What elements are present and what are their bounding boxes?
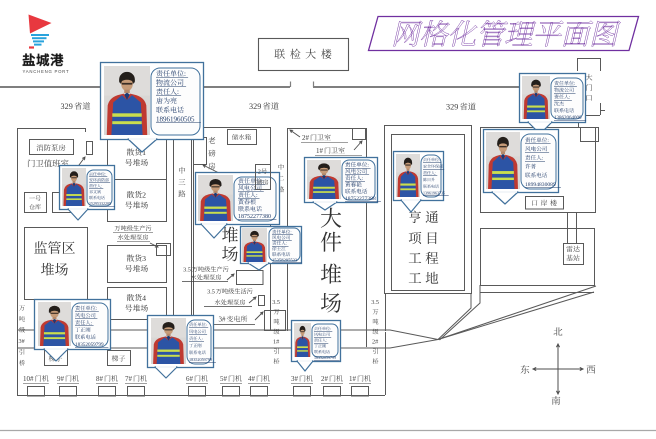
svg-text:8#: 8# xyxy=(96,375,104,383)
svg-text::: : xyxy=(184,70,186,78)
svg-text::: : xyxy=(262,179,264,185)
svg-text:18752277380: 18752277380 xyxy=(238,214,271,220)
svg-text::: : xyxy=(177,88,179,96)
svg-text:329: 329 xyxy=(249,102,261,111)
svg-text::: : xyxy=(105,172,106,177)
svg-text:3#: 3# xyxy=(219,316,227,324)
svg-text:2#: 2# xyxy=(321,375,329,383)
svg-text:3.5: 3.5 xyxy=(272,299,280,306)
svg-text:9#: 9# xyxy=(57,375,65,383)
svg-text::: : xyxy=(569,96,570,101)
svg-text:1: 1 xyxy=(142,148,146,157)
svg-text::: : xyxy=(330,326,331,331)
svg-text:2#: 2# xyxy=(372,339,378,346)
svg-text::: : xyxy=(101,183,102,188)
svg-text:13862064000: 13862064000 xyxy=(554,116,582,121)
svg-text::: : xyxy=(435,170,436,175)
svg-text::: : xyxy=(91,320,93,326)
svg-text:2: 2 xyxy=(258,169,261,176)
svg-text:5#: 5# xyxy=(220,375,228,383)
svg-text:3.5: 3.5 xyxy=(183,267,191,274)
svg-text:18352059799: 18352059799 xyxy=(189,357,212,362)
svg-text::: : xyxy=(574,82,575,87)
svg-text:15295332205: 15295332205 xyxy=(89,201,111,206)
svg-text::: : xyxy=(542,156,544,162)
svg-text::: : xyxy=(439,157,440,162)
svg-text:18752277388: 18752277388 xyxy=(345,196,376,202)
svg-text:3: 3 xyxy=(142,254,146,263)
svg-text::: : xyxy=(286,241,287,246)
svg-text:1#: 1# xyxy=(316,147,324,155)
svg-text:YANCHENG PORT: YANCHENG PORT xyxy=(23,69,70,74)
svg-text:10#: 10# xyxy=(23,375,34,383)
svg-text::: : xyxy=(202,336,203,341)
svg-text:18994830089: 18994830089 xyxy=(525,182,556,188)
svg-text::: : xyxy=(367,163,369,169)
svg-text::: : xyxy=(206,322,207,327)
svg-text::: : xyxy=(326,338,327,343)
svg-text:1#: 1# xyxy=(349,375,357,383)
svg-text:2: 2 xyxy=(142,191,146,200)
svg-text:3#: 3# xyxy=(291,375,299,383)
svg-text:6#: 6# xyxy=(186,375,194,383)
svg-text:2#: 2# xyxy=(302,134,310,142)
svg-text::: : xyxy=(362,176,364,182)
svg-text:1#: 1# xyxy=(273,339,279,346)
svg-text:18352059799: 18352059799 xyxy=(314,355,336,360)
svg-text:329: 329 xyxy=(61,102,73,111)
svg-text:4: 4 xyxy=(142,294,146,303)
svg-text:7#: 7# xyxy=(125,375,133,383)
svg-text:18352059799: 18352059799 xyxy=(75,342,104,348)
svg-text:15358295533: 15358295533 xyxy=(272,258,298,263)
svg-text::: : xyxy=(256,193,258,199)
svg-text:4#: 4# xyxy=(248,375,256,383)
svg-text::: : xyxy=(96,306,98,312)
svg-text:18961960505: 18961960505 xyxy=(156,116,195,124)
svg-text:3.5: 3.5 xyxy=(371,299,379,306)
svg-text:13961963735: 13961963735 xyxy=(423,191,445,196)
svg-text::: : xyxy=(290,230,291,235)
svg-text::: : xyxy=(547,138,549,144)
svg-text:3.5: 3.5 xyxy=(207,289,215,296)
svg-text:329: 329 xyxy=(446,103,458,112)
svg-text:3#: 3# xyxy=(19,338,25,345)
